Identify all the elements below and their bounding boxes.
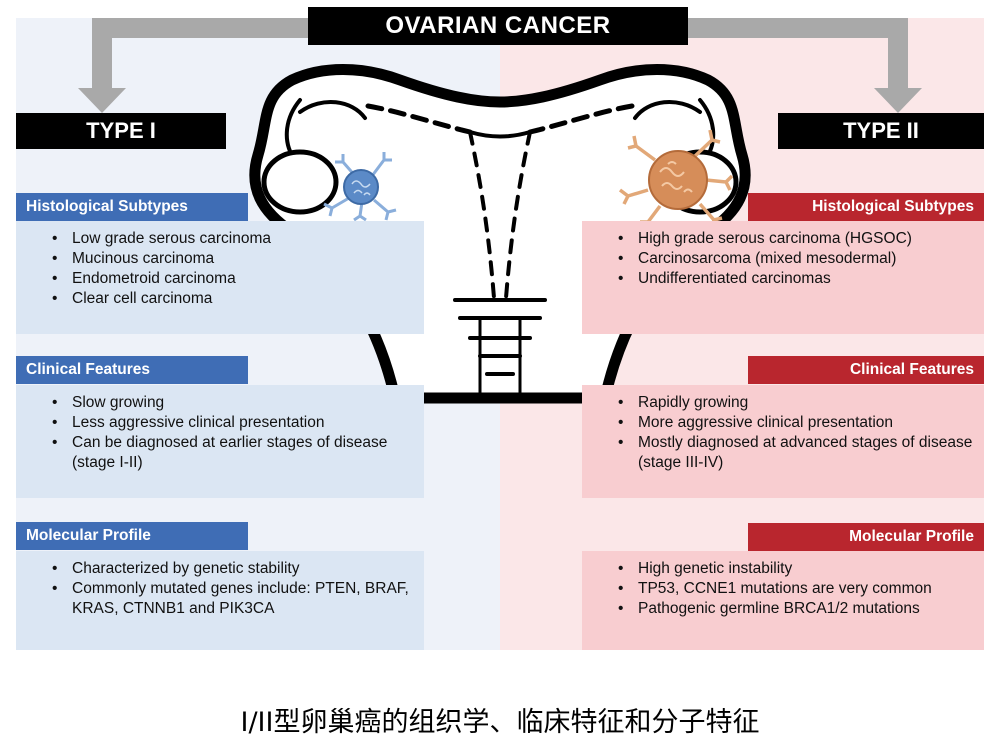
type2-tumor-cell-icon (618, 129, 734, 230)
type1-histological-box: Low grade serous carcinoma Mucinous carc… (16, 221, 424, 334)
list-item: Mostly diagnosed at advanced stages of d… (618, 433, 974, 473)
type1-molecular-box: Characterized by genetic stability Commo… (16, 551, 424, 650)
type1-histological-list: Low grade serous carcinoma Mucinous carc… (16, 229, 414, 309)
type2-histological-heading: Histological Subtypes (748, 193, 984, 221)
list-item: Mucinous carcinoma (52, 249, 414, 269)
list-item: TP53, CCNE1 mutations are very common (618, 579, 974, 599)
list-item: Carcinosarcoma (mixed mesodermal) (618, 249, 974, 269)
list-item: More aggressive clinical presentation (618, 413, 974, 433)
type1-molecular-heading: Molecular Profile (16, 522, 248, 550)
list-item: Clear cell carcinoma (52, 289, 414, 309)
type1-clinical-list: Slow growing Less aggressive clinical pr… (16, 393, 414, 473)
type1-label: TYPE I (16, 113, 226, 149)
list-item: Low grade serous carcinoma (52, 229, 414, 249)
list-item: Pathogenic germline BRCA1/2 mutations (618, 599, 974, 619)
type2-molecular-heading: Molecular Profile (748, 523, 984, 551)
arrow-to-type1-icon (78, 18, 308, 113)
type2-clinical-list: Rapidly growing More aggressive clinical… (582, 393, 974, 473)
ovary-left-icon (261, 149, 339, 215)
list-item: Commonly mutated genes include: PTEN, BR… (52, 579, 414, 619)
type2-clinical-box: Rapidly growing More aggressive clinical… (582, 385, 984, 498)
type1-clinical-heading: Clinical Features (16, 356, 248, 384)
list-item: Rapidly growing (618, 393, 974, 413)
list-item: Undifferentiated carcinomas (618, 269, 974, 289)
list-item: Endometroid carcinoma (52, 269, 414, 289)
type1-molecular-list: Characterized by genetic stability Commo… (16, 559, 414, 619)
type2-molecular-list: High genetic instability TP53, CCNE1 mut… (582, 559, 974, 619)
list-item: Characterized by genetic stability (52, 559, 414, 579)
list-item: High grade serous carcinoma (HGSOC) (618, 229, 974, 249)
type2-label: TYPE II (778, 113, 984, 149)
type1-tumor-cell-icon (323, 152, 397, 222)
figure-caption: I/II型卵巢癌的组织学、临床特征和分子特征 (240, 707, 760, 738)
type2-clinical-heading: Clinical Features (748, 356, 984, 384)
type2-histological-box: High grade serous carcinoma (HGSOC) Carc… (582, 221, 984, 334)
list-item: Can be diagnosed at earlier stages of di… (52, 433, 414, 473)
type1-clinical-box: Slow growing Less aggressive clinical pr… (16, 385, 424, 498)
type2-molecular-box: High genetic instability TP53, CCNE1 mut… (582, 551, 984, 650)
type1-histological-heading: Histological Subtypes (16, 193, 248, 221)
list-item: Slow growing (52, 393, 414, 413)
list-item: High genetic instability (618, 559, 974, 579)
list-item: Less aggressive clinical presentation (52, 413, 414, 433)
arrow-to-type2-icon (688, 18, 922, 113)
diagram-title: OVARIAN CANCER (308, 7, 688, 45)
type2-histological-list: High grade serous carcinoma (HGSOC) Carc… (582, 229, 974, 289)
